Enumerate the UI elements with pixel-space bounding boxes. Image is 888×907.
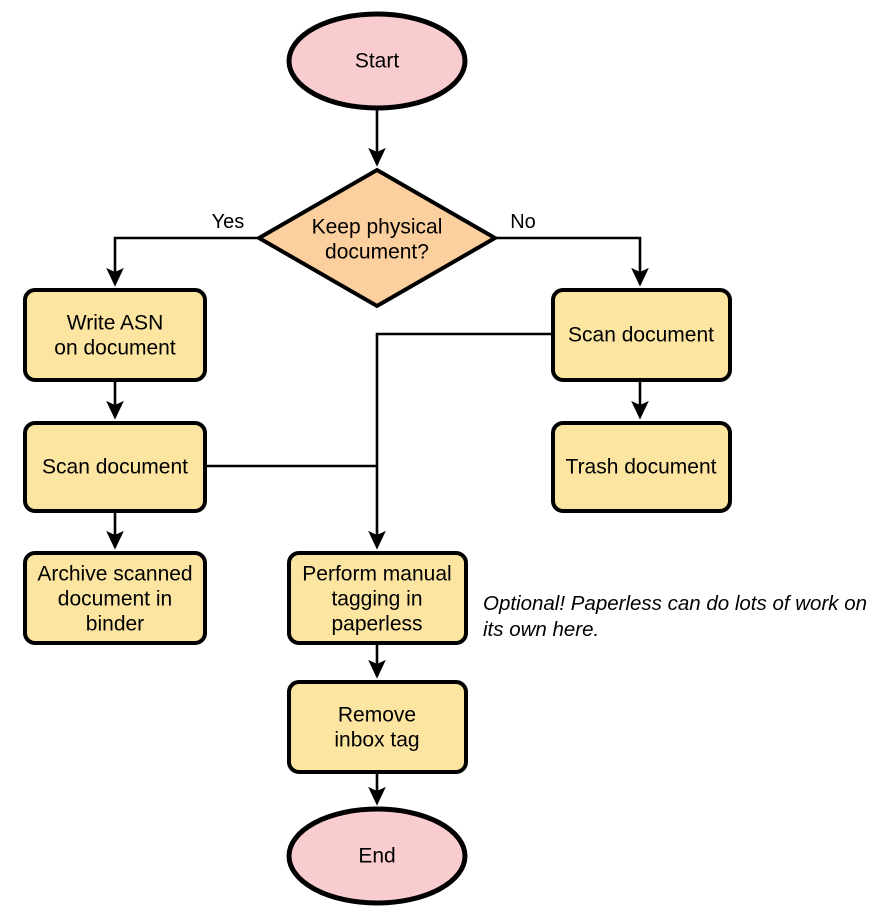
decision-label-line1: Keep physical [312, 216, 443, 239]
archive-label-line1: Archive scanned [37, 563, 192, 586]
tagging-label-line2: tagging in [331, 588, 422, 611]
write-asn-label-line2: on document [54, 337, 176, 360]
archive-box[interactable] [23, 551, 207, 645]
scan-document-left-box[interactable] [23, 421, 207, 513]
tagging-box[interactable] [287, 551, 468, 645]
edges-layer [106, 108, 649, 806]
node-remove-inbox-tag[interactable]: Remove inbox tag [287, 680, 468, 774]
optional-note-line2: its own here. [483, 618, 599, 641]
node-scan-document-left[interactable]: Scan document [23, 421, 207, 513]
start-ellipse[interactable] [286, 11, 468, 111]
node-archive-scanned-document[interactable]: Archive scanned document in binder [23, 551, 207, 645]
tagging-label-line1: Perform manual [302, 563, 451, 586]
scan-document-right-box[interactable] [551, 288, 732, 382]
tagging-label-line3: paperless [331, 613, 422, 636]
edge-scan-right-to-tagging [368, 332, 553, 550]
decision-label-line2: document? [325, 241, 429, 264]
remove-inbox-tag-box[interactable] [287, 680, 468, 774]
remove-inbox-label-line2: inbox tag [334, 729, 419, 752]
edge-label-yes: Yes [212, 211, 245, 233]
node-keep-physical-document-decision[interactable]: Keep physical document? [254, 167, 500, 309]
edge-labels-layer: Yes No [212, 211, 536, 233]
node-trash-document[interactable]: Trash document [551, 421, 732, 513]
end-ellipse[interactable] [286, 806, 468, 906]
decision-diamond[interactable] [254, 167, 500, 309]
trash-document-box[interactable] [551, 421, 732, 513]
scan-document-right-label: Scan document [568, 324, 714, 347]
node-write-asn-on-document[interactable]: Write ASN on document [23, 288, 207, 382]
node-perform-manual-tagging[interactable]: Perform manual tagging in paperless [287, 551, 468, 645]
write-asn-box[interactable] [23, 288, 207, 382]
archive-label-line2: document in [58, 588, 172, 611]
node-start[interactable]: Start [286, 11, 468, 111]
edge-decision-no-to-scan-right [495, 236, 649, 287]
archive-label-line3: binder [86, 613, 144, 636]
optional-note: Optional! Paperless can do lots of work … [483, 592, 867, 641]
trash-document-label: Trash document [566, 456, 717, 479]
edge-label-no: No [510, 211, 536, 233]
node-end[interactable]: End [286, 806, 468, 906]
edge-decision-yes-to-write-asn [106, 236, 259, 287]
node-scan-document-right[interactable]: Scan document [551, 288, 732, 382]
write-asn-label-line1: Write ASN [67, 312, 163, 335]
optional-note-line1: Optional! Paperless can do lots of work … [483, 592, 867, 615]
remove-inbox-label-line1: Remove [338, 704, 416, 727]
start-label: Start [355, 50, 400, 73]
scan-document-left-label: Scan document [42, 456, 188, 479]
end-label: End [358, 845, 395, 868]
